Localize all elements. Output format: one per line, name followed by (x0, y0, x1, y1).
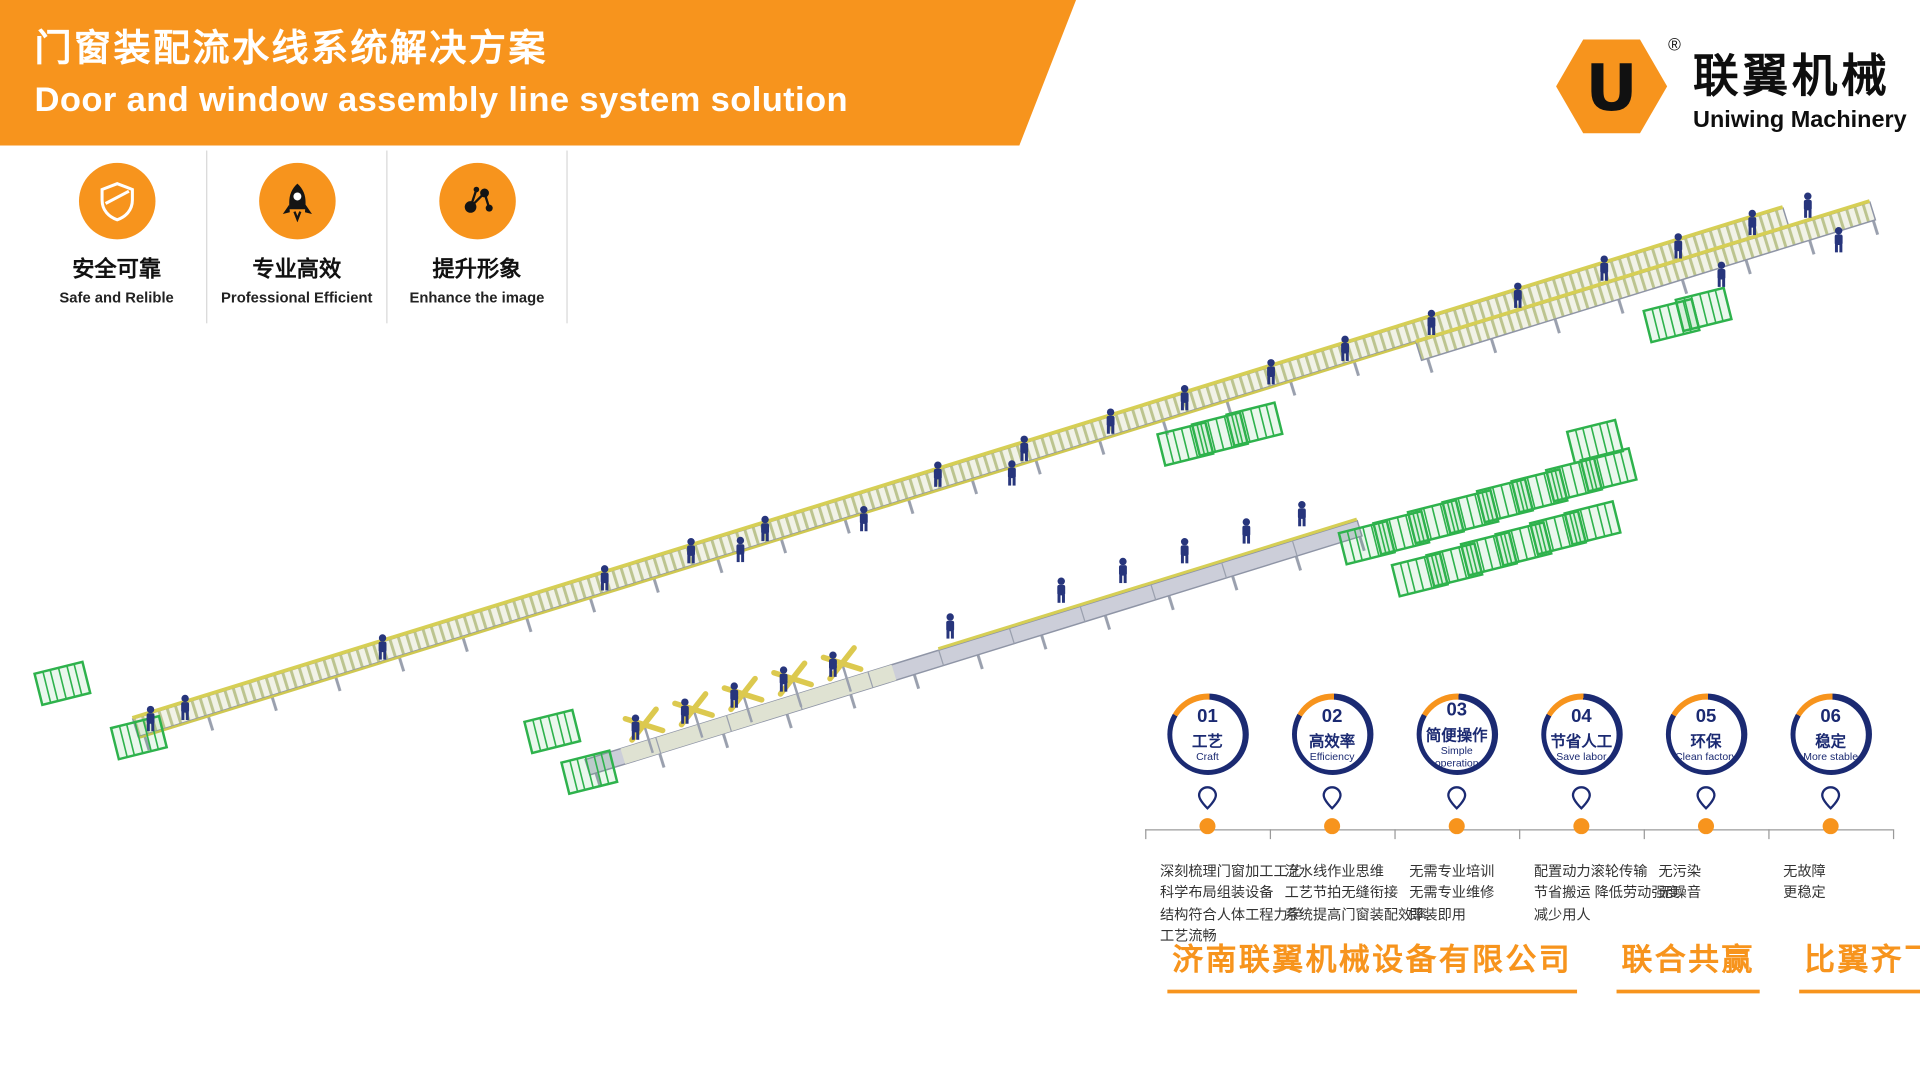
timeline-circle: 02 高效率 Efficiency (1291, 693, 1373, 775)
brand-logo: U ® 联翼机械 Uniwing Machinery (1552, 35, 1907, 139)
timeline-desc-simple-operation: 无需专业培训 无需专业维修 即装即用 (1409, 865, 1495, 923)
company-name: 济南联翼机械设备有限公司 (1167, 935, 1578, 994)
timeline-item-save-labor: 04 节省人工 Save labor (1519, 693, 1644, 835)
feature-image: 提升形象 Enhance the image (387, 150, 568, 324)
timeline-circle: 01 工艺 Craft (1166, 693, 1249, 775)
feature-strip: 安全可靠 Safe and Relible 专业高效 Professional … (27, 150, 568, 324)
hexagon-logo-icon: U ® (1556, 35, 1681, 134)
logo-text: 联翼机械 Uniwing Machinery (1693, 38, 1907, 134)
timeline-dot (1822, 818, 1839, 835)
feature-professional: 专业高效 Professional Efficient (207, 150, 388, 324)
advantages-timeline: 01 工艺 Craft 02 高效率 Efficiency (1145, 693, 1895, 948)
pin-icon (1821, 786, 1841, 810)
timeline-dot (1697, 818, 1715, 835)
timeline-tick (1643, 829, 1645, 840)
feature-title-en: Professional Efficient (221, 288, 373, 307)
feature-title-zh: 提升形象 (432, 256, 522, 282)
page-title-en: Door and window assembly line system sol… (34, 80, 848, 119)
pin-icon (1571, 786, 1591, 810)
timeline-number: 03 (1446, 699, 1468, 721)
timeline-desc-craft: 深刻梳理门窗加工工艺 科学布局组装设备 结构符合人体工程力学 工艺流畅 (1159, 865, 1302, 944)
timeline-dot (1573, 818, 1590, 835)
timeline-desc-save-labor: 配置动力滚轮传输 节省搬运 降低劳动强度 减少用人 (1533, 865, 1680, 923)
timeline-desc-clean-factory: 无污染 无噪音 (1658, 865, 1702, 902)
timeline-desc-efficiency: 流水线作业思维 工艺节拍无缝衔接 系统提高门窗装配效率 (1284, 865, 1427, 923)
timeline-dot (1448, 818, 1465, 835)
timeline-tick (1145, 829, 1147, 840)
shield-icon (78, 162, 155, 240)
footer: 济南联翼机械设备有限公司 联合共赢 比翼齐飞 (1167, 935, 1920, 994)
timeline-label-en: Simple operation (1434, 743, 1479, 769)
timeline-label-zh: 环保 (1690, 732, 1722, 750)
pin-icon (1447, 786, 1467, 810)
brand-name-zh: 联翼机械 (1693, 50, 1891, 102)
header-banner: 门窗装配流水线系统解决方案 Door and window assembly l… (0, 0, 1077, 146)
timeline-item-efficiency: 02 高效率 Efficiency (1270, 693, 1395, 835)
timeline-item-craft: 01 工艺 Craft (1145, 693, 1270, 835)
timeline-desc-more-stable: 无故障 更稳定 (1783, 865, 1826, 902)
conveyor-return (1415, 199, 1880, 375)
timeline-circle: 04 节省人工 Save labor (1540, 693, 1623, 775)
slogan-2: 比翼齐飞 (1799, 935, 1920, 994)
timeline-label-zh: 工艺 (1192, 732, 1223, 750)
timeline-label-en: Clean factory (1675, 749, 1737, 763)
timeline-item-clean-factory: 05 环保 Clean factory (1644, 693, 1769, 835)
timeline-tick (1768, 829, 1770, 840)
timeline-label-en: Save labor (1556, 749, 1607, 763)
timeline-label-zh: 节省人工 (1550, 732, 1613, 750)
slogan-1: 联合共赢 (1616, 935, 1760, 994)
logo-letter: U (1586, 51, 1638, 126)
rocket-icon (258, 162, 336, 240)
page-title-zh: 门窗装配流水线系统解决方案 (34, 28, 548, 70)
timeline-number: 05 (1695, 705, 1717, 727)
timeline-label-zh: 简便操作 (1425, 726, 1488, 744)
pin-icon (1696, 786, 1716, 810)
timeline-number: 06 (1820, 705, 1841, 727)
timeline-label-zh: 稳定 (1815, 732, 1847, 750)
timeline-label-zh: 高效率 (1308, 732, 1356, 750)
timeline-label-en: More stable (1803, 749, 1859, 763)
timeline-number: 01 (1197, 705, 1218, 727)
timeline-circles-row: 01 工艺 Craft 02 高效率 Efficiency (1145, 693, 1895, 840)
timeline-tick (1269, 829, 1272, 840)
feature-safe: 安全可靠 Safe and Relible (27, 150, 208, 324)
pin-icon (1197, 786, 1218, 810)
feature-title-zh: 安全可靠 (72, 256, 162, 282)
feature-title-en: Enhance the image (409, 288, 545, 307)
timeline-dot (1199, 818, 1216, 835)
brand-name-en: Uniwing Machinery (1693, 107, 1907, 134)
feature-title-en: Safe and Relible (59, 288, 174, 307)
timeline-number: 04 (1571, 705, 1592, 727)
timeline-circle: 06 稳定 More stable (1789, 693, 1872, 775)
feature-title-zh: 专业高效 (252, 256, 342, 282)
molecule-icon (438, 162, 516, 240)
timeline-item-simple-operation: 03 简便操作 Simple operation (1394, 693, 1519, 835)
timeline-item-more-stable: 06 稳定 More stable (1768, 693, 1893, 835)
pin-icon (1322, 786, 1342, 810)
timeline-number: 02 (1321, 705, 1343, 727)
timeline-tick (1519, 829, 1521, 840)
timeline-label-en: Craft (1196, 749, 1219, 763)
timeline-circle: 03 简便操作 Simple operation (1416, 693, 1498, 775)
timeline-tick (1394, 829, 1396, 840)
timeline-tick (1892, 829, 1895, 840)
timeline-dot (1324, 818, 1341, 835)
registered-mark: ® (1668, 35, 1681, 55)
timeline-label-en: Efficiency (1309, 749, 1355, 763)
timeline-circle: 05 环保 Clean factory (1665, 693, 1747, 775)
timeline-descriptions: 深刻梳理门窗加工工艺 科学布局组装设备 结构符合人体工程力学 工艺流畅 流水线作… (1145, 863, 1895, 948)
